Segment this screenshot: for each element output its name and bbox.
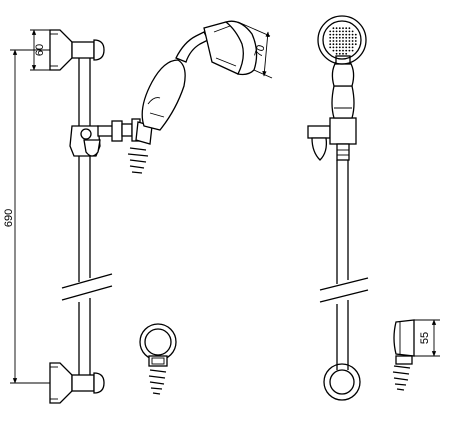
nozzle-dot [332,33,335,36]
nozzle-dot [335,43,338,46]
nozzle-dot [338,27,341,30]
nozzle-dot [329,46,332,49]
nozzle-dot [335,33,338,36]
nozzle-dot [354,43,357,46]
nozzle-dot [342,27,344,30]
nozzle-dot [345,40,348,42]
nozzle-dot [345,43,348,46]
nozzle-dot [342,30,344,33]
hand-shower-side [127,20,258,174]
nozzle-dot [345,27,348,30]
nozzle-dot [338,46,341,49]
nozzle-dot [345,52,348,55]
dimension-holder-height: 55 [414,319,440,357]
nozzle-dot [332,27,335,30]
nozzle-dot [335,27,338,30]
nozzle-dot [354,33,357,36]
nozzle-dot [342,36,344,39]
nozzle-dot [351,33,354,36]
nozzle-dot [345,30,348,33]
nozzle-dot [354,40,357,42]
nozzle-dot [335,40,338,42]
nozzle-dot [345,49,348,52]
nozzle-dot [329,40,332,42]
nozzle-dot [332,43,335,46]
nozzle-dot [345,33,348,36]
nozzle-dot [332,46,335,49]
nozzle-dot [354,36,357,39]
nozzle-dot [348,27,351,30]
nozzle-dot [348,40,351,42]
dimension-rail-length: 690 [3,49,50,384]
nozzle-dot [351,43,354,46]
nozzle-dot [329,33,332,36]
rail [61,55,113,378]
handset-holder [392,319,415,391]
nozzle-dot [338,36,341,39]
nozzle-dot [335,49,338,52]
nozzle-dot [338,33,341,36]
rail-slider [69,118,141,157]
nozzle-dot [338,30,341,33]
nozzle-dot [342,46,344,49]
nozzle-dot [348,33,351,36]
nozzle-dot [332,30,335,33]
nozzle-dot [348,46,351,49]
nozzle-dot [338,40,341,42]
nozzle-dot [329,43,332,46]
dimension-label-70: 70 [253,44,268,59]
nozzle-dot [329,36,332,39]
nozzle-dot [332,49,335,52]
nozzle-dot [348,36,351,39]
nozzle-dot [332,40,335,42]
wall-outlet [139,323,177,395]
nozzle-dot [329,30,332,33]
nozzle-dot [351,36,354,39]
spray-nozzles [329,27,357,55]
side-view: 60 690 70 [3,20,273,404]
nozzle-dot [332,36,335,39]
nozzle-dot [348,30,351,33]
nozzle-dot [335,46,338,49]
bottom-wall-bracket [49,362,105,404]
nozzle-dot [348,49,351,52]
nozzle-dot [338,52,341,55]
nozzle-dot [338,49,341,52]
dimension-label-55: 55 [419,332,431,344]
front-view: 55 [307,15,440,401]
nozzle-dot [351,40,354,42]
front-rail [319,160,369,370]
nozzle-dot [338,43,341,46]
nozzle-dot [342,40,344,42]
nozzle-dot [335,36,338,39]
nozzle-dot [345,36,348,39]
dimension-label-690: 690 [3,209,15,227]
nozzle-dot [335,52,338,55]
nozzle-dot [342,33,344,36]
nozzle-dot [351,46,354,49]
nozzle-dot [342,43,344,46]
hand-shower-front [317,15,367,119]
nozzle-dot [345,46,348,49]
top-wall-bracket [49,29,105,71]
nozzle-dot [335,30,338,33]
dimension-handset-head: 70 [237,21,273,79]
front-slider [307,117,357,161]
nozzle-dot [351,49,354,52]
nozzle-dot [348,43,351,46]
front-bottom-flange [323,363,361,401]
nozzle-dot [351,30,354,33]
nozzle-dot [342,52,344,55]
nozzle-dot [342,49,344,52]
